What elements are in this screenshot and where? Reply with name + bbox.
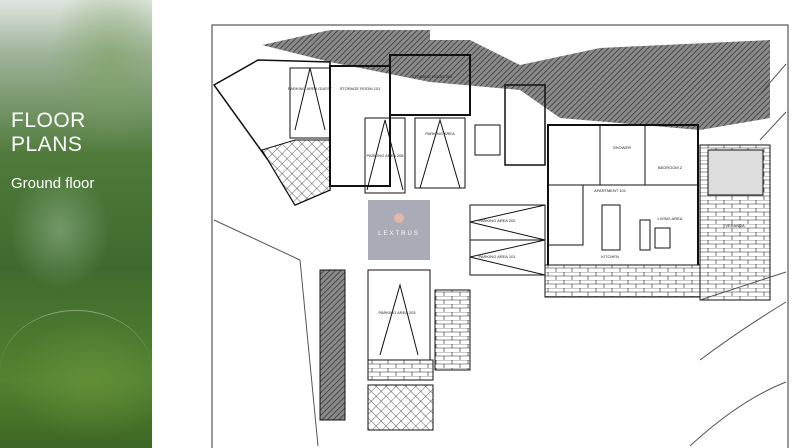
plan-drawing (211, 24, 789, 448)
floor-subtitle: Ground floor (11, 175, 95, 192)
sidebar-background: FLOOR PLANS Ground floor (0, 0, 152, 448)
label-apartment: APARTMENT 101 (594, 188, 627, 193)
label-parking-guest: PARKING AREA GUEST (288, 86, 333, 91)
label-storage-202: STORAGE ROOM 202 (412, 74, 454, 79)
room-labels: PARKING AREA GUEST STORAGE ROOM 101 STOR… (288, 74, 745, 315)
label-parking-203: PARKING AREA 203 (378, 310, 416, 315)
label-veranda: VERANDA (725, 223, 745, 228)
label-living-area: LIVING AREA (658, 216, 683, 221)
floor-plan: PARKING AREA GUEST STORAGE ROOM 101 STOR… (211, 24, 789, 448)
decorative-arc (0, 310, 152, 431)
logo-mark-icon (394, 213, 404, 223)
title-line-2: PLANS (11, 133, 83, 156)
label-parking-202: PARKING AREA 202 (478, 218, 516, 223)
logo-name: LEXTRUS (378, 231, 420, 237)
label-parking-208: PARKING AREA 208 (366, 153, 404, 158)
label-storage-101: STORAGE ROOM 101 (340, 86, 382, 91)
watermark-logo: LEXTRUS (368, 200, 430, 260)
label-parking-accessible: PARKING AREA (425, 131, 455, 136)
label-bedroom-2: BEDROOM 2 (658, 165, 683, 170)
page-title: FLOOR PLANS (11, 109, 86, 157)
title-line-1: FLOOR (11, 109, 86, 132)
label-shower: SHOWER (613, 145, 631, 150)
label-kitchen: KITCHEN (601, 254, 619, 259)
label-parking-101: PARKING AREA 101 (478, 254, 516, 259)
